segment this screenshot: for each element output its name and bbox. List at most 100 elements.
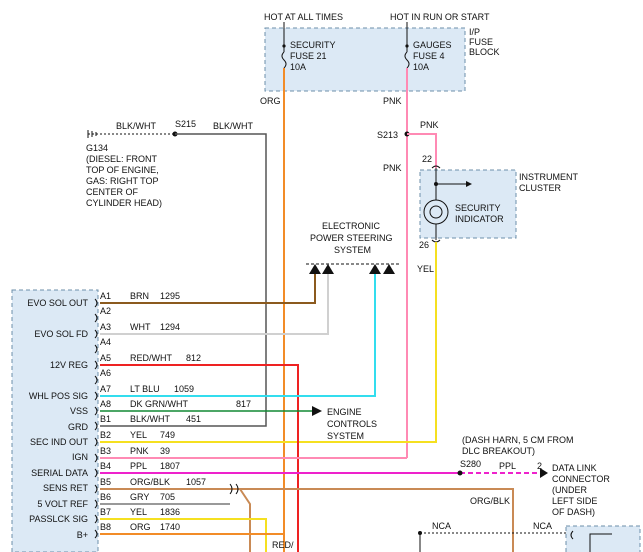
brn-1295-wire	[100, 274, 316, 304]
dlc-box	[565, 525, 641, 552]
pin-wire-color: BRN	[130, 291, 149, 301]
org-blk-right-label: ORG/BLK	[470, 496, 510, 506]
fuse-21-amp: 10A	[290, 62, 306, 72]
pin-connector	[94, 421, 98, 431]
pin-name: A8	[100, 399, 111, 409]
ground-id: G134	[86, 143, 108, 153]
pin-connector	[94, 360, 98, 370]
pin-wire-circuit: 1295	[160, 291, 180, 301]
pin-name: A5	[100, 353, 111, 363]
pin-connector	[94, 313, 98, 323]
dlc-label-2: CONNECTOR	[552, 474, 610, 484]
module-label: B+	[77, 530, 88, 540]
pin-wire-circuit: 749	[160, 430, 175, 440]
pin-wire-circuit: 705	[160, 492, 175, 502]
lt-blu-1059-wire	[100, 274, 376, 397]
fuse-4-amp: 10A	[413, 62, 429, 72]
pin-name: B5	[100, 477, 111, 487]
org-blk-drop-wire	[239, 488, 251, 552]
module-label: 5 VOLT REF	[37, 499, 88, 509]
pnk-down-label: PNK	[383, 163, 402, 173]
cluster-label-1: INSTRUMENT	[519, 172, 578, 182]
yel-wire-label: YEL	[417, 264, 434, 274]
pin-wire-color: BLK/WHT	[130, 414, 171, 424]
pin-connector	[94, 329, 98, 339]
module-label: SEC IND OUT	[30, 437, 89, 447]
pin-name: B4	[100, 461, 111, 471]
pin-connector	[94, 514, 98, 524]
ecs-label-1: ENGINE	[327, 407, 362, 417]
module-label: EVO SOL OUT	[27, 298, 88, 308]
nca-label-1: NCA	[432, 521, 451, 531]
pin-wire-color: GRY	[130, 492, 149, 502]
pin-name: A6	[100, 368, 111, 378]
dlc-note-2: DLC BREAKOUT)	[462, 446, 535, 456]
indicator-label-1: SECURITY	[455, 203, 501, 213]
pin-wire-color: LT BLU	[130, 384, 160, 394]
ground-note-5: CYLINDER HEAD)	[86, 198, 162, 208]
pnk-wire-label: PNK	[383, 96, 402, 106]
pin-wire-color: PPL	[130, 461, 147, 471]
nca-label-2: NCA	[533, 521, 552, 531]
fuse-4-symbol	[404, 51, 410, 69]
pnk-cluster-label: PNK	[420, 120, 439, 130]
pin-connector	[94, 344, 98, 354]
pin-wire-color: ORG/BLK	[130, 477, 170, 487]
ppl-label: PPL	[499, 461, 516, 471]
module-label: SENS RET	[43, 483, 89, 493]
pin-wire-color: ORG	[130, 522, 151, 532]
dlc-label-5: OF DASH)	[552, 507, 595, 517]
pin-wire-color: YEL	[130, 507, 147, 517]
dlc-arrow	[540, 468, 548, 478]
pin-wire-circuit: 39	[160, 446, 170, 456]
pin-connector	[94, 484, 98, 494]
pin-wire-circuit: 1294	[160, 322, 180, 332]
fuse-21-name-2: FUSE 21	[290, 51, 327, 61]
pin-wire-color: RED/WHT	[130, 353, 172, 363]
eps-label-3: SYSTEM	[334, 245, 371, 255]
pin-name: A1	[100, 291, 111, 301]
module-label: SERIAL DATA	[31, 468, 88, 478]
pin-name: A7	[100, 384, 111, 394]
fuse-block-label-1: I/P	[469, 27, 480, 37]
pin-connector	[94, 499, 98, 509]
pin-connector	[94, 375, 98, 385]
eps-arrow-1	[309, 264, 321, 274]
pin-wire-circuit: 1836	[160, 507, 180, 517]
pin-name: A2	[100, 306, 111, 316]
module-label: EVO SOL FD	[34, 329, 88, 339]
eps-arrow-4	[383, 264, 395, 274]
eps-label-1: ELECTRONIC	[322, 221, 381, 231]
module-label: IGN	[72, 452, 88, 462]
pin-wire-color: DK GRN/WHT	[130, 399, 188, 409]
red-bottom-label: RED/	[272, 540, 294, 550]
pin-name: B7	[100, 507, 111, 517]
dlc-note-1: (DASH HARN, 5 CM FROM	[462, 435, 574, 445]
org-wire-label: ORG	[260, 96, 281, 106]
pin-wire-circuit: 1057	[186, 477, 206, 487]
pin-wire-circuit: 1807	[160, 461, 180, 471]
pin-name: B2	[100, 430, 111, 440]
pin-connector	[94, 298, 98, 308]
ecs-label-3: SYSTEM	[327, 431, 364, 441]
eps-arrow-2	[322, 264, 334, 274]
hot-at-all-times-label: HOT AT ALL TIMES	[264, 12, 343, 22]
cluster-pin-22: 22	[422, 154, 432, 164]
indicator-label-2: INDICATOR	[455, 214, 504, 224]
pin-wire-circuit: 812	[186, 353, 201, 363]
fuse-block-label-3: BLOCK	[469, 47, 500, 57]
fuse-block-box	[264, 27, 466, 92]
blk-wht-left-label: BLK/WHT	[116, 121, 157, 131]
cluster-label-2: CLUSTER	[519, 183, 562, 193]
pin-connector	[94, 529, 98, 539]
pin-wire-color: WHT	[130, 322, 151, 332]
security-module-box	[11, 289, 99, 552]
ground-note-4: CENTER OF	[86, 187, 139, 197]
yel-sec-ind-wire	[100, 242, 437, 443]
s280-splice	[457, 470, 463, 476]
hot-in-run-label: HOT IN RUN OR START	[390, 12, 490, 22]
pin-name: B6	[100, 492, 111, 502]
pin-wire-circuit: 451	[186, 414, 201, 424]
